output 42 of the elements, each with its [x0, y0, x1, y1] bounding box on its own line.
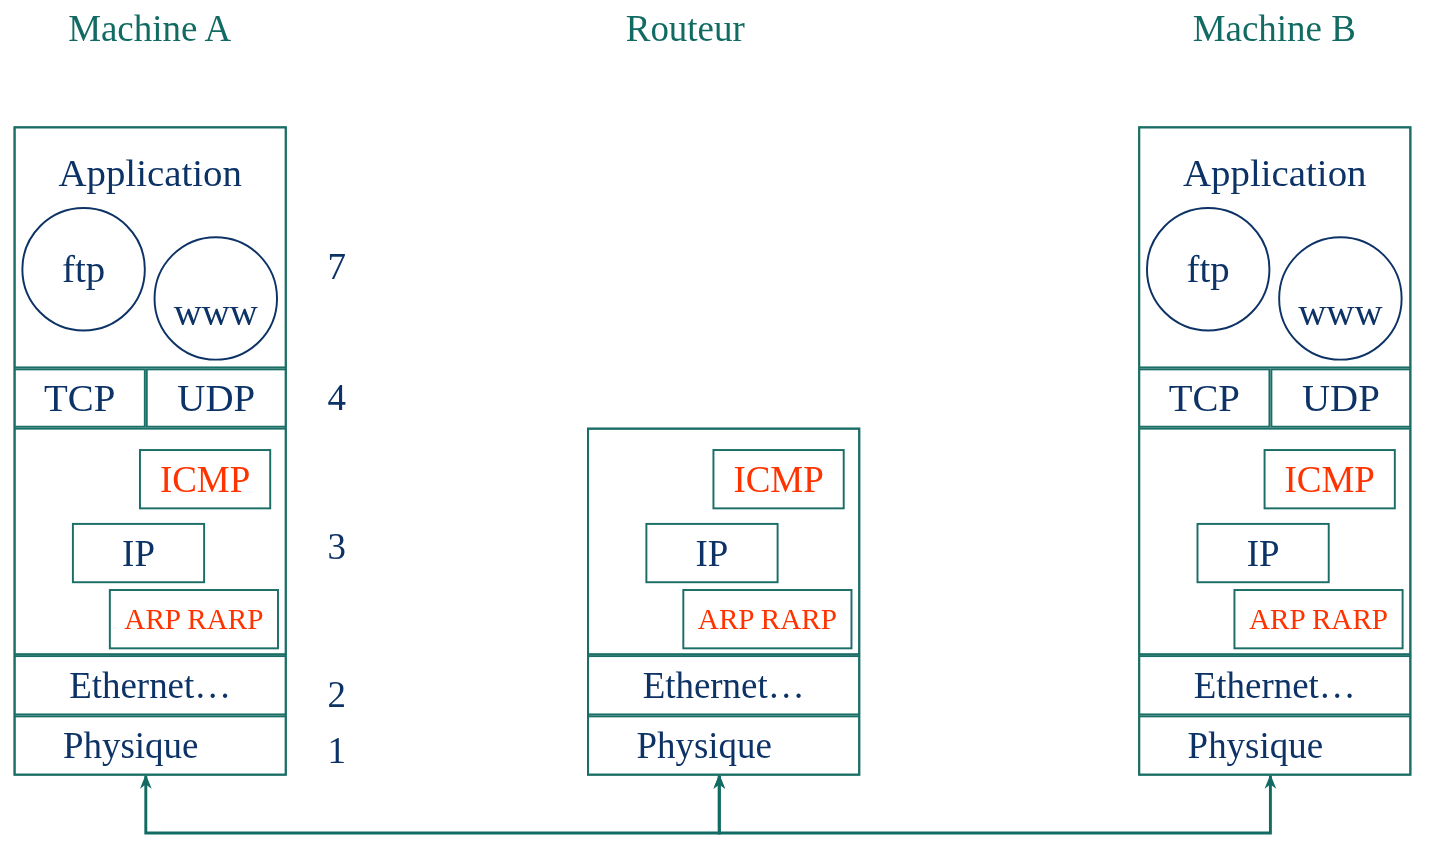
- physical-layer: Physique: [13, 715, 287, 776]
- link-layer: Ethernet…: [1138, 655, 1412, 716]
- link-layer: Ethernet…: [13, 655, 287, 716]
- transport-protocol: UDP: [145, 368, 287, 428]
- layer-number: 1: [327, 731, 347, 769]
- link-layer: Ethernet…: [587, 655, 861, 716]
- protocol-box: IP: [645, 522, 779, 584]
- machine-heading: Routeur: [625, 9, 745, 47]
- machine-heading: Machine B: [1192, 9, 1356, 47]
- transport-protocol: TCP: [1138, 368, 1271, 428]
- protocol-box: ICMP: [1263, 449, 1396, 510]
- protocol-box: ICMP: [712, 449, 845, 510]
- layer-number: 3: [327, 527, 347, 565]
- protocol-circle: www: [153, 236, 278, 361]
- protocol-box: ARP RARP: [1233, 589, 1404, 650]
- protocol-stack: [13, 126, 287, 776]
- protocol-stack: [587, 427, 861, 776]
- physical-layer: Physique: [587, 715, 861, 776]
- protocol-box: IP: [1196, 522, 1330, 584]
- layer-title: Application: [57, 153, 243, 193]
- layer-title: Application: [1182, 153, 1368, 193]
- layer-number: 2: [327, 675, 347, 713]
- connection-arrow: [713, 774, 1277, 835]
- protocol-box: ARP RARP: [108, 589, 279, 650]
- network-layer: [587, 427, 861, 656]
- protocol-box: ARP RARP: [682, 589, 853, 650]
- machine-heading: Machine A: [68, 9, 232, 47]
- protocol-circle: ftp: [21, 207, 146, 332]
- network-layer: [13, 427, 287, 656]
- layer-number: 7: [327, 247, 347, 285]
- protocol-circle: www: [1278, 236, 1403, 361]
- protocol-circle: ftp: [1146, 207, 1271, 332]
- transport-protocol: UDP: [1270, 368, 1412, 428]
- protocol-box: ICMP: [139, 449, 272, 510]
- network-layer: [1138, 427, 1412, 656]
- protocol-stack: [1138, 126, 1412, 776]
- transport-protocol: TCP: [13, 368, 146, 428]
- layer-number: 4: [327, 379, 347, 416]
- application-layer: [1138, 126, 1412, 369]
- application-layer: [13, 126, 287, 369]
- protocol-box: IP: [71, 522, 206, 584]
- physical-layer: Physique: [1138, 715, 1412, 776]
